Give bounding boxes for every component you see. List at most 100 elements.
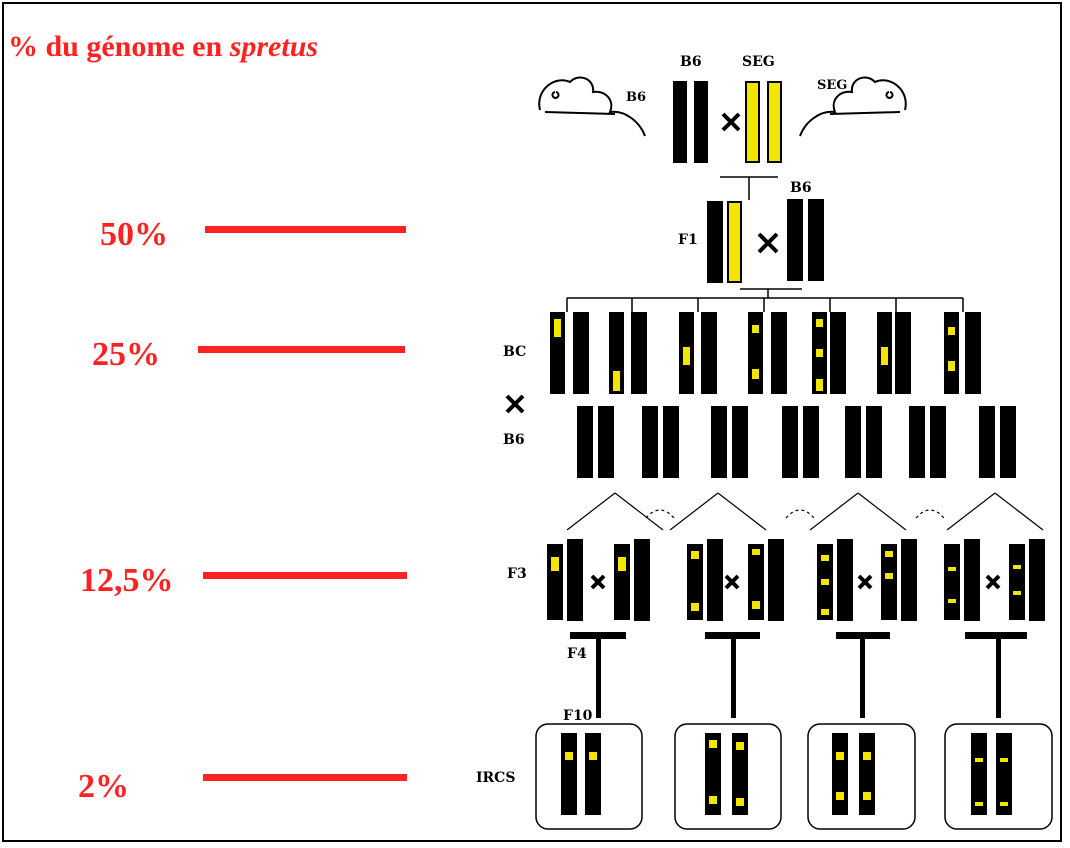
chromosome-b6-row — [732, 406, 748, 478]
yellow-segment — [683, 347, 690, 365]
chromosome-seg — [767, 81, 782, 163]
cross-f1 — [757, 232, 779, 254]
dashed-wedge — [645, 509, 675, 519]
label-b6-top: B6 — [680, 54, 702, 70]
chromosome-ircs — [561, 733, 577, 815]
chromosome-b6 — [673, 81, 687, 163]
percent-12-5-line — [203, 572, 407, 579]
label-ircs: IRCS — [476, 770, 516, 786]
yellow-segment — [709, 796, 717, 804]
yellow-segment — [821, 579, 829, 585]
chromosome-b6-row — [845, 406, 861, 478]
chromosome-f3 — [1009, 544, 1025, 620]
cross-f3 — [985, 574, 1001, 590]
f4-stem — [596, 632, 601, 718]
mouse-outline — [538, 76, 646, 137]
yellow-segment — [816, 319, 823, 327]
chromosome-f3 — [768, 539, 784, 621]
yellow-segment — [948, 599, 956, 603]
chromosome-bc — [631, 312, 647, 394]
yellow-segment — [551, 557, 559, 571]
chromosome-f3 — [567, 539, 583, 621]
yellow-segment — [948, 361, 955, 371]
yellow-segment — [948, 327, 955, 335]
chromosome-b6-row — [1000, 406, 1016, 478]
chromosome-f3 — [1029, 539, 1045, 621]
chromosome-ircs — [832, 733, 848, 815]
chromosome-ircs — [971, 733, 987, 815]
yellow-segment — [863, 752, 871, 760]
percent-12-5: 12,5% — [80, 562, 174, 599]
yellow-segment — [836, 752, 844, 760]
title-italic: spretus — [229, 30, 319, 63]
title-prefix: % du génome en — [8, 30, 230, 63]
cross-f3 — [724, 574, 740, 590]
chromosome-f3 — [964, 539, 980, 621]
mouse-outline — [799, 76, 907, 137]
label-f4: F4 — [567, 646, 587, 662]
yellow-segment — [691, 603, 699, 611]
chromosome-b6-row — [642, 406, 658, 478]
title: % du génome en spretus — [8, 30, 318, 64]
chromosome-f1 — [707, 201, 723, 283]
branch-wedge — [717, 492, 767, 531]
chromosome-bc — [701, 312, 717, 394]
percent-2-line — [203, 774, 407, 781]
yellow-segment — [613, 371, 620, 391]
chromosome-ircs — [585, 733, 601, 815]
chromosome-b6-row — [577, 406, 593, 478]
yellow-segment — [736, 742, 744, 750]
yellow-segment — [1000, 802, 1008, 806]
chromosome-b6-row — [979, 406, 995, 478]
chromosome-b6-row — [663, 406, 679, 478]
yellow-segment — [752, 325, 759, 333]
yellow-segment — [1000, 758, 1008, 762]
chromosome-ircs — [859, 733, 875, 815]
chromosome-ircs — [996, 733, 1012, 815]
chromosome-f1-yellow — [727, 201, 742, 283]
yellow-segment — [691, 551, 699, 559]
yellow-segment — [589, 752, 597, 760]
yellow-segment — [863, 792, 871, 800]
chromosome-b6-row — [782, 406, 798, 478]
percent-50-line — [205, 226, 406, 233]
yellow-segment — [1013, 591, 1021, 595]
label-f3: F3 — [507, 566, 527, 582]
chromosome-f3 — [881, 544, 897, 620]
yellow-segment — [975, 802, 983, 806]
chromosome-b6-row — [711, 406, 727, 478]
yellow-segment — [836, 792, 844, 800]
chromosome-ircs — [732, 733, 748, 815]
mouse-seg-icon — [799, 76, 907, 137]
yellow-segment — [736, 798, 744, 806]
yellow-segment — [554, 319, 561, 337]
branch-wedge — [946, 492, 996, 531]
yellow-segment — [975, 758, 983, 762]
chromosome-f3 — [748, 544, 764, 620]
cross-f3 — [857, 574, 873, 590]
branch-wedge — [669, 492, 719, 531]
label-f1: F1 — [678, 232, 698, 248]
chromosome-bc — [830, 312, 846, 394]
chromosome-f3 — [944, 544, 960, 620]
label-b6-bc: B6 — [503, 432, 525, 448]
label-seg-top: SEG — [742, 54, 775, 70]
yellow-segment — [885, 551, 893, 557]
yellow-segment — [1013, 565, 1021, 569]
cross-parents — [721, 112, 741, 132]
cross-f3 — [590, 574, 606, 590]
branch-wedge — [566, 492, 616, 531]
chromosome-b6-row — [909, 406, 925, 478]
chromosome-f3 — [707, 539, 723, 621]
chromosome-f3 — [901, 539, 917, 621]
yellow-segment — [821, 555, 829, 561]
chromosome-f3 — [634, 539, 650, 621]
chromosome-bc — [573, 312, 589, 394]
chromosome-b6-row — [866, 406, 882, 478]
ircs-box — [674, 723, 782, 830]
chromosome-f3 — [547, 544, 563, 620]
mouse-b6-icon — [538, 76, 646, 137]
